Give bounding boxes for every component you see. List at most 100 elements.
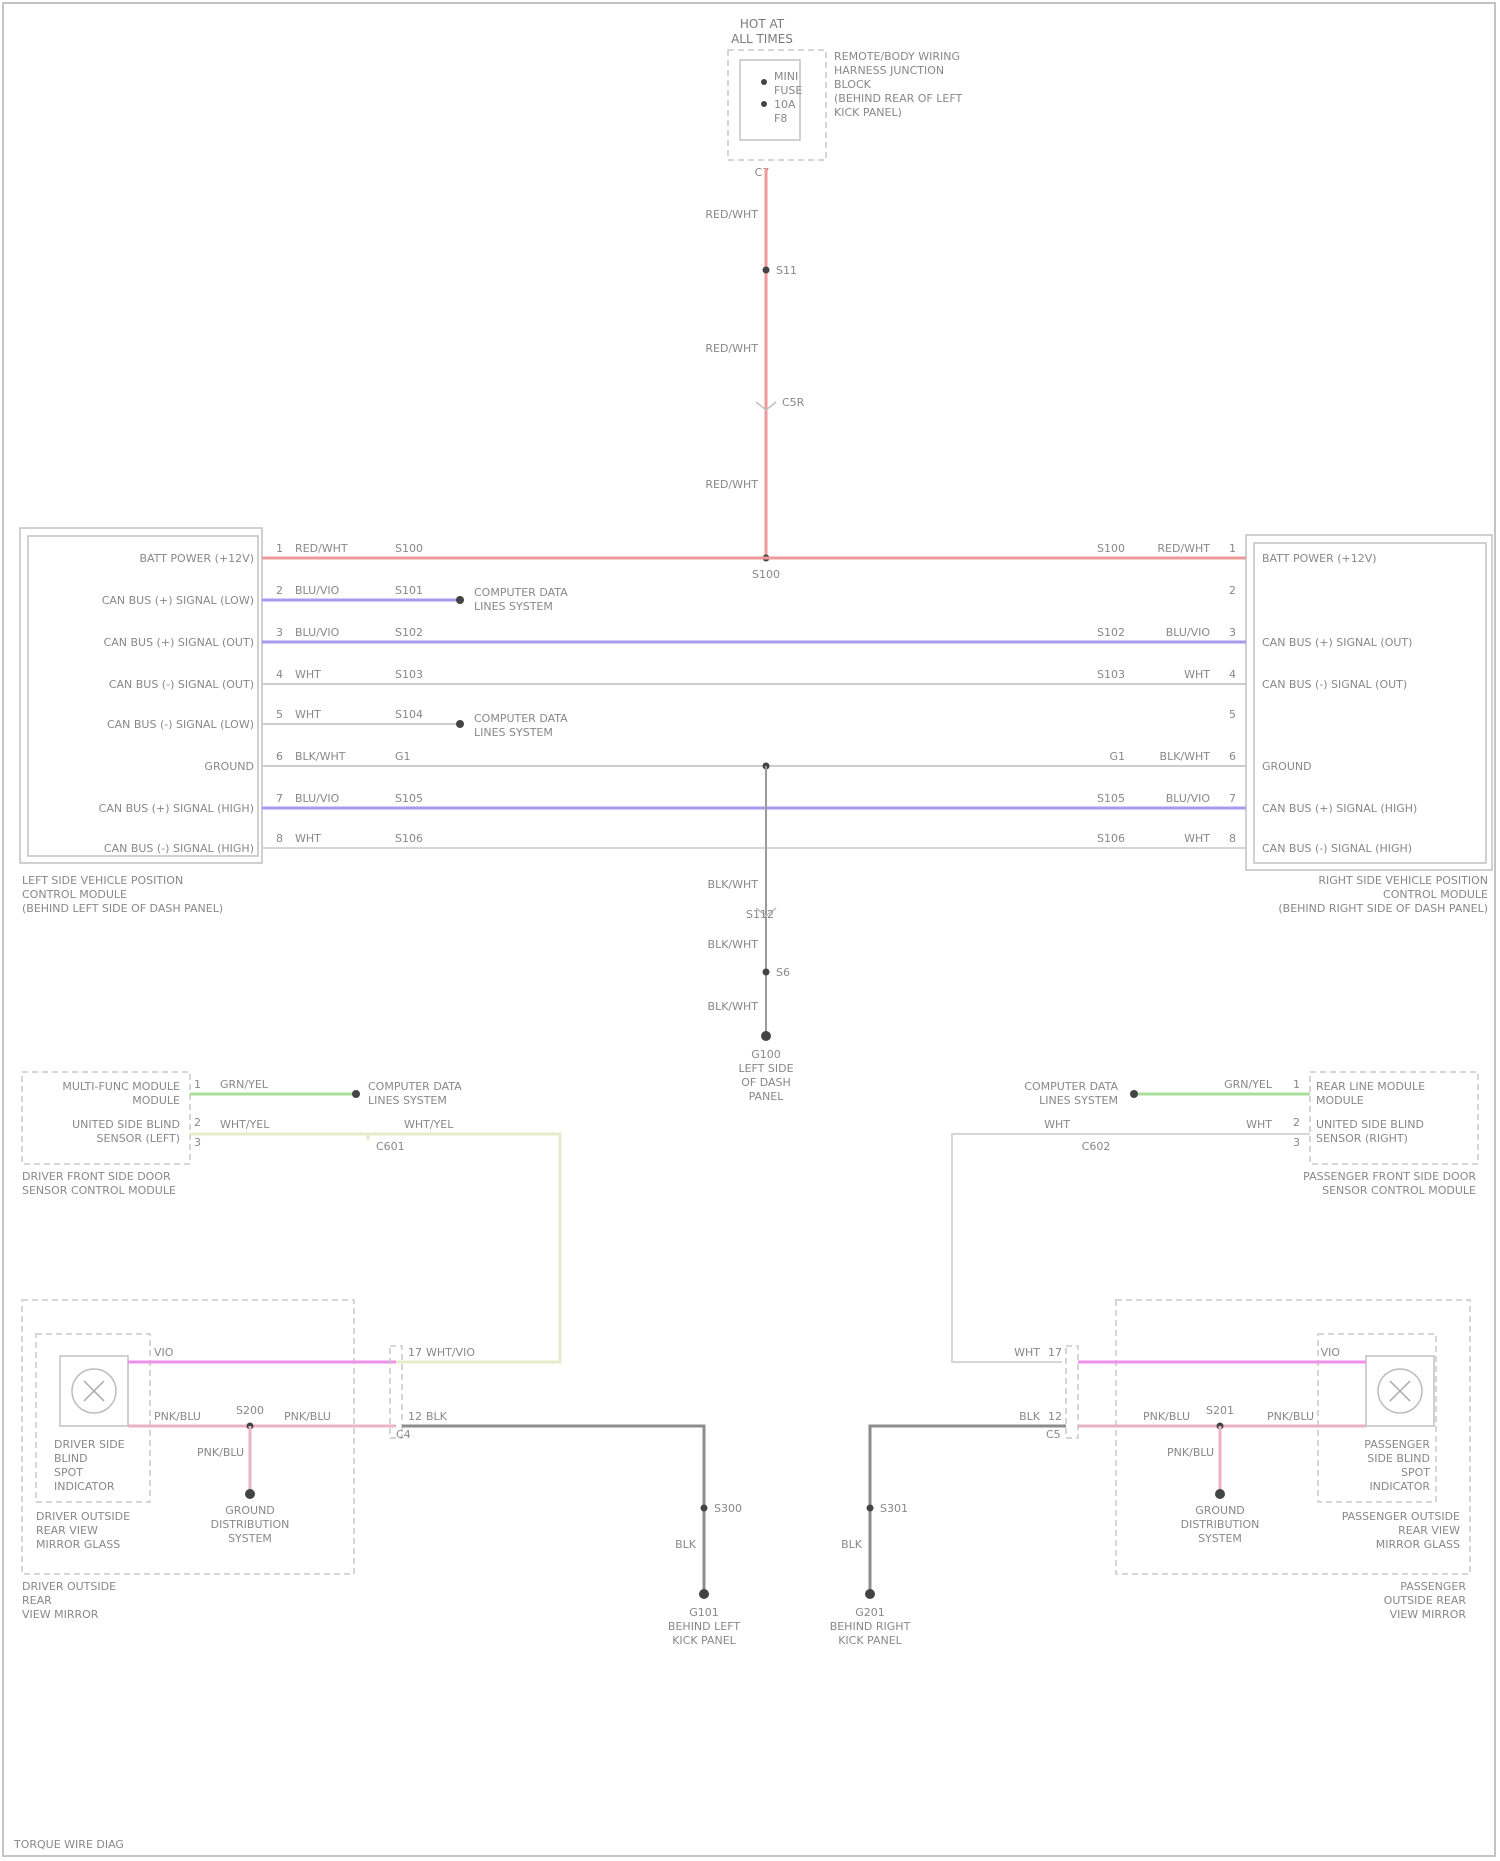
fuse-line-3: 10A [774, 98, 796, 111]
left-sensor-line-2: BLIND [54, 1452, 88, 1465]
right-mirror-wire-2: BLK [1019, 1410, 1041, 1423]
ground-wire-label-3: BLK/WHT [708, 1000, 759, 1013]
right-ground: S301 BLK G201 BEHIND RIGHT KICK PANEL [830, 1426, 1066, 1647]
left-side-pin-1: 1 [194, 1078, 201, 1091]
data-link-2-line-1: COMPUTER DATA [474, 712, 568, 725]
left-mirror-caption-3: VIEW MIRROR [22, 1608, 99, 1621]
left-dist-line-1: GROUND [225, 1504, 275, 1517]
right-sensor-line-1: PASSENGER [1364, 1438, 1430, 1451]
right-module-line-2: REAR VIEW [1398, 1524, 1460, 1537]
left-pin-wire: WHT [295, 708, 321, 721]
left-pin-wire: WHT [295, 668, 321, 681]
left-pin-row: CAN BUS (+) SIGNAL (HIGH) 7 BLU/VIO S105 [99, 792, 423, 815]
right-pin-number: 3 [1229, 626, 1236, 639]
left-pin-label: CAN BUS (+) SIGNAL (HIGH) [99, 802, 254, 815]
power-splice-dot [763, 267, 770, 274]
center-ground: BLK/WHT S112 BLK/WHT S6 BLK/WHT G100 LEF… [708, 763, 794, 1104]
fuse-note-3: BLOCK [834, 78, 872, 91]
lamp-filament-icon [84, 1381, 104, 1401]
left-mirror-conn-pin-1: 17 [408, 1346, 422, 1359]
ground-splice-2: S6 [776, 966, 790, 979]
right-mirror-splice: S201 [1206, 1404, 1234, 1417]
right-pin-circuit: G1 [1109, 750, 1125, 763]
left-pin-number: 6 [276, 750, 283, 763]
left-pin-circuit: S102 [395, 626, 423, 639]
fuse-note-1: REMOTE/BODY WIRING [834, 50, 960, 63]
left-pin-row: CAN BUS (-) SIGNAL (HIGH) 8 WHT S106 [104, 832, 423, 855]
right-module-inner [1254, 543, 1486, 863]
power-splice-1: S11 [776, 264, 797, 277]
ground-splice-1: S112 [746, 908, 774, 921]
left-side-caption-1: DRIVER FRONT SIDE DOOR [22, 1170, 171, 1183]
left-pin-wire: BLU/VIO [295, 584, 340, 597]
fuse-note-4: (BEHIND REAR OF LEFT [834, 92, 962, 105]
right-dist-line-2: DISTRIBUTION [1181, 1518, 1260, 1531]
data-link-dot-1 [456, 596, 464, 604]
left-mirror-pin-2: PNK/BLU [154, 1410, 201, 1423]
right-side-white-wire [952, 1134, 1310, 1362]
right-side-data-2: LINES SYSTEM [1039, 1094, 1118, 1107]
left-side-box-line-2: MODULE [132, 1094, 180, 1107]
fuse-note-5: KICK PANEL) [834, 106, 902, 119]
right-side-pin-1: 1 [1293, 1078, 1300, 1091]
fuse-note-2: HARNESS JUNCTION [834, 64, 944, 77]
fuse-terminal-bottom [761, 101, 767, 107]
right-pin-wire: WHT [1184, 832, 1210, 845]
right-pin-wire: BLK/WHT [1160, 750, 1211, 763]
right-side-box-line-1: REAR LINE MODULE [1316, 1080, 1425, 1093]
right-pin-label: CAN BUS (-) SIGNAL (OUT) [1262, 678, 1407, 691]
right-mirror-connector-outline [1066, 1346, 1078, 1438]
left-side-wire-3: WHT/YEL [404, 1118, 454, 1131]
right-pin-label: CAN BUS (+) SIGNAL (HIGH) [1262, 802, 1417, 815]
right-pin-wire: BLU/VIO [1166, 626, 1211, 639]
left-sensor-line-4: INDICATOR [54, 1480, 115, 1493]
right-module-caption-3: (BEHIND RIGHT SIDE OF DASH PANEL) [1278, 902, 1488, 915]
left-pin-wire: BLU/VIO [295, 792, 340, 805]
right-pin-wire: WHT [1184, 668, 1210, 681]
right-side-wire-1: GRN/YEL [1224, 1078, 1273, 1091]
left-ground-splice: S300 [714, 1502, 742, 1515]
left-pin-row: GROUND 6 BLK/WHT G1 [204, 750, 410, 773]
right-pin-row: BATT POWER (+12V) 1 RED/WHT S100 [1097, 542, 1377, 565]
left-pin-row: BATT POWER (+12V) 1 RED/WHT S100 [139, 542, 423, 565]
left-side-data-2: LINES SYSTEM [368, 1094, 447, 1107]
right-mirror-pin-1: VIO [1321, 1346, 1341, 1359]
right-side-wire-3: WHT [1044, 1118, 1070, 1131]
right-mirror-conn-pin-1: 17 [1048, 1346, 1062, 1359]
left-module-line-1: DRIVER OUTSIDE [36, 1510, 130, 1523]
right-ground-caption-1: BEHIND RIGHT [830, 1620, 911, 1633]
right-side-caption-2: SENSOR CONTROL MODULE [1322, 1184, 1476, 1197]
left-module-line-2: REAR VIEW [36, 1524, 98, 1537]
right-pin-circuit: S105 [1097, 792, 1125, 805]
fuse-block: HOT AT ALL TIMES MINI FUSE 10A F8 REMOTE… [728, 17, 962, 179]
left-side-group: MULTI-FUNC MODULE MODULE UNITED SIDE BLI… [22, 1072, 560, 1362]
right-module-line-3: MIRROR GLASS [1376, 1538, 1460, 1551]
right-pin-number: 7 [1229, 792, 1236, 805]
left-pin-wire: WHT [295, 832, 321, 845]
right-mirror-caption-1: PASSENGER [1400, 1580, 1466, 1593]
right-ground-id: G201 [855, 1606, 885, 1619]
right-side-data-dot [1130, 1090, 1138, 1098]
ground-wire-label-2: BLK/WHT [708, 938, 759, 951]
left-mirror-conn-pin-2: 12 [408, 1410, 422, 1423]
left-side-data-dot [352, 1090, 360, 1098]
left-mirror-wire-1: WHT/VIO [426, 1346, 475, 1359]
right-pin-row: CAN BUS (+) SIGNAL (HIGH) 7 BLU/VIO S105 [1097, 792, 1417, 815]
ground-splice-dot [763, 969, 770, 976]
power-feed: RED/WHT S11 RED/WHT C5R RED/WHT S100 [705, 168, 804, 581]
left-ground-id: G101 [689, 1606, 719, 1619]
right-side-box-line-3: UNITED SIDE BLIND [1316, 1118, 1424, 1131]
left-pin-label: CAN BUS (-) SIGNAL (HIGH) [104, 842, 254, 855]
data-link-1-line-1: COMPUTER DATA [474, 586, 568, 599]
left-pin-circuit: S101 [395, 584, 423, 597]
left-ground-caption-2: KICK PANEL [672, 1634, 736, 1647]
left-pin-circuit: S105 [395, 792, 423, 805]
fuse-line-2: FUSE [774, 84, 802, 97]
left-pin-number: 1 [276, 542, 283, 555]
ground-caption-1: LEFT SIDE [738, 1062, 793, 1075]
left-mirror-ground-wire-label: PNK/BLU [197, 1446, 244, 1459]
left-mirror-connector-outline [390, 1346, 402, 1438]
right-mirror-wire-1: WHT [1014, 1346, 1040, 1359]
power-junction-label: S100 [752, 568, 780, 581]
